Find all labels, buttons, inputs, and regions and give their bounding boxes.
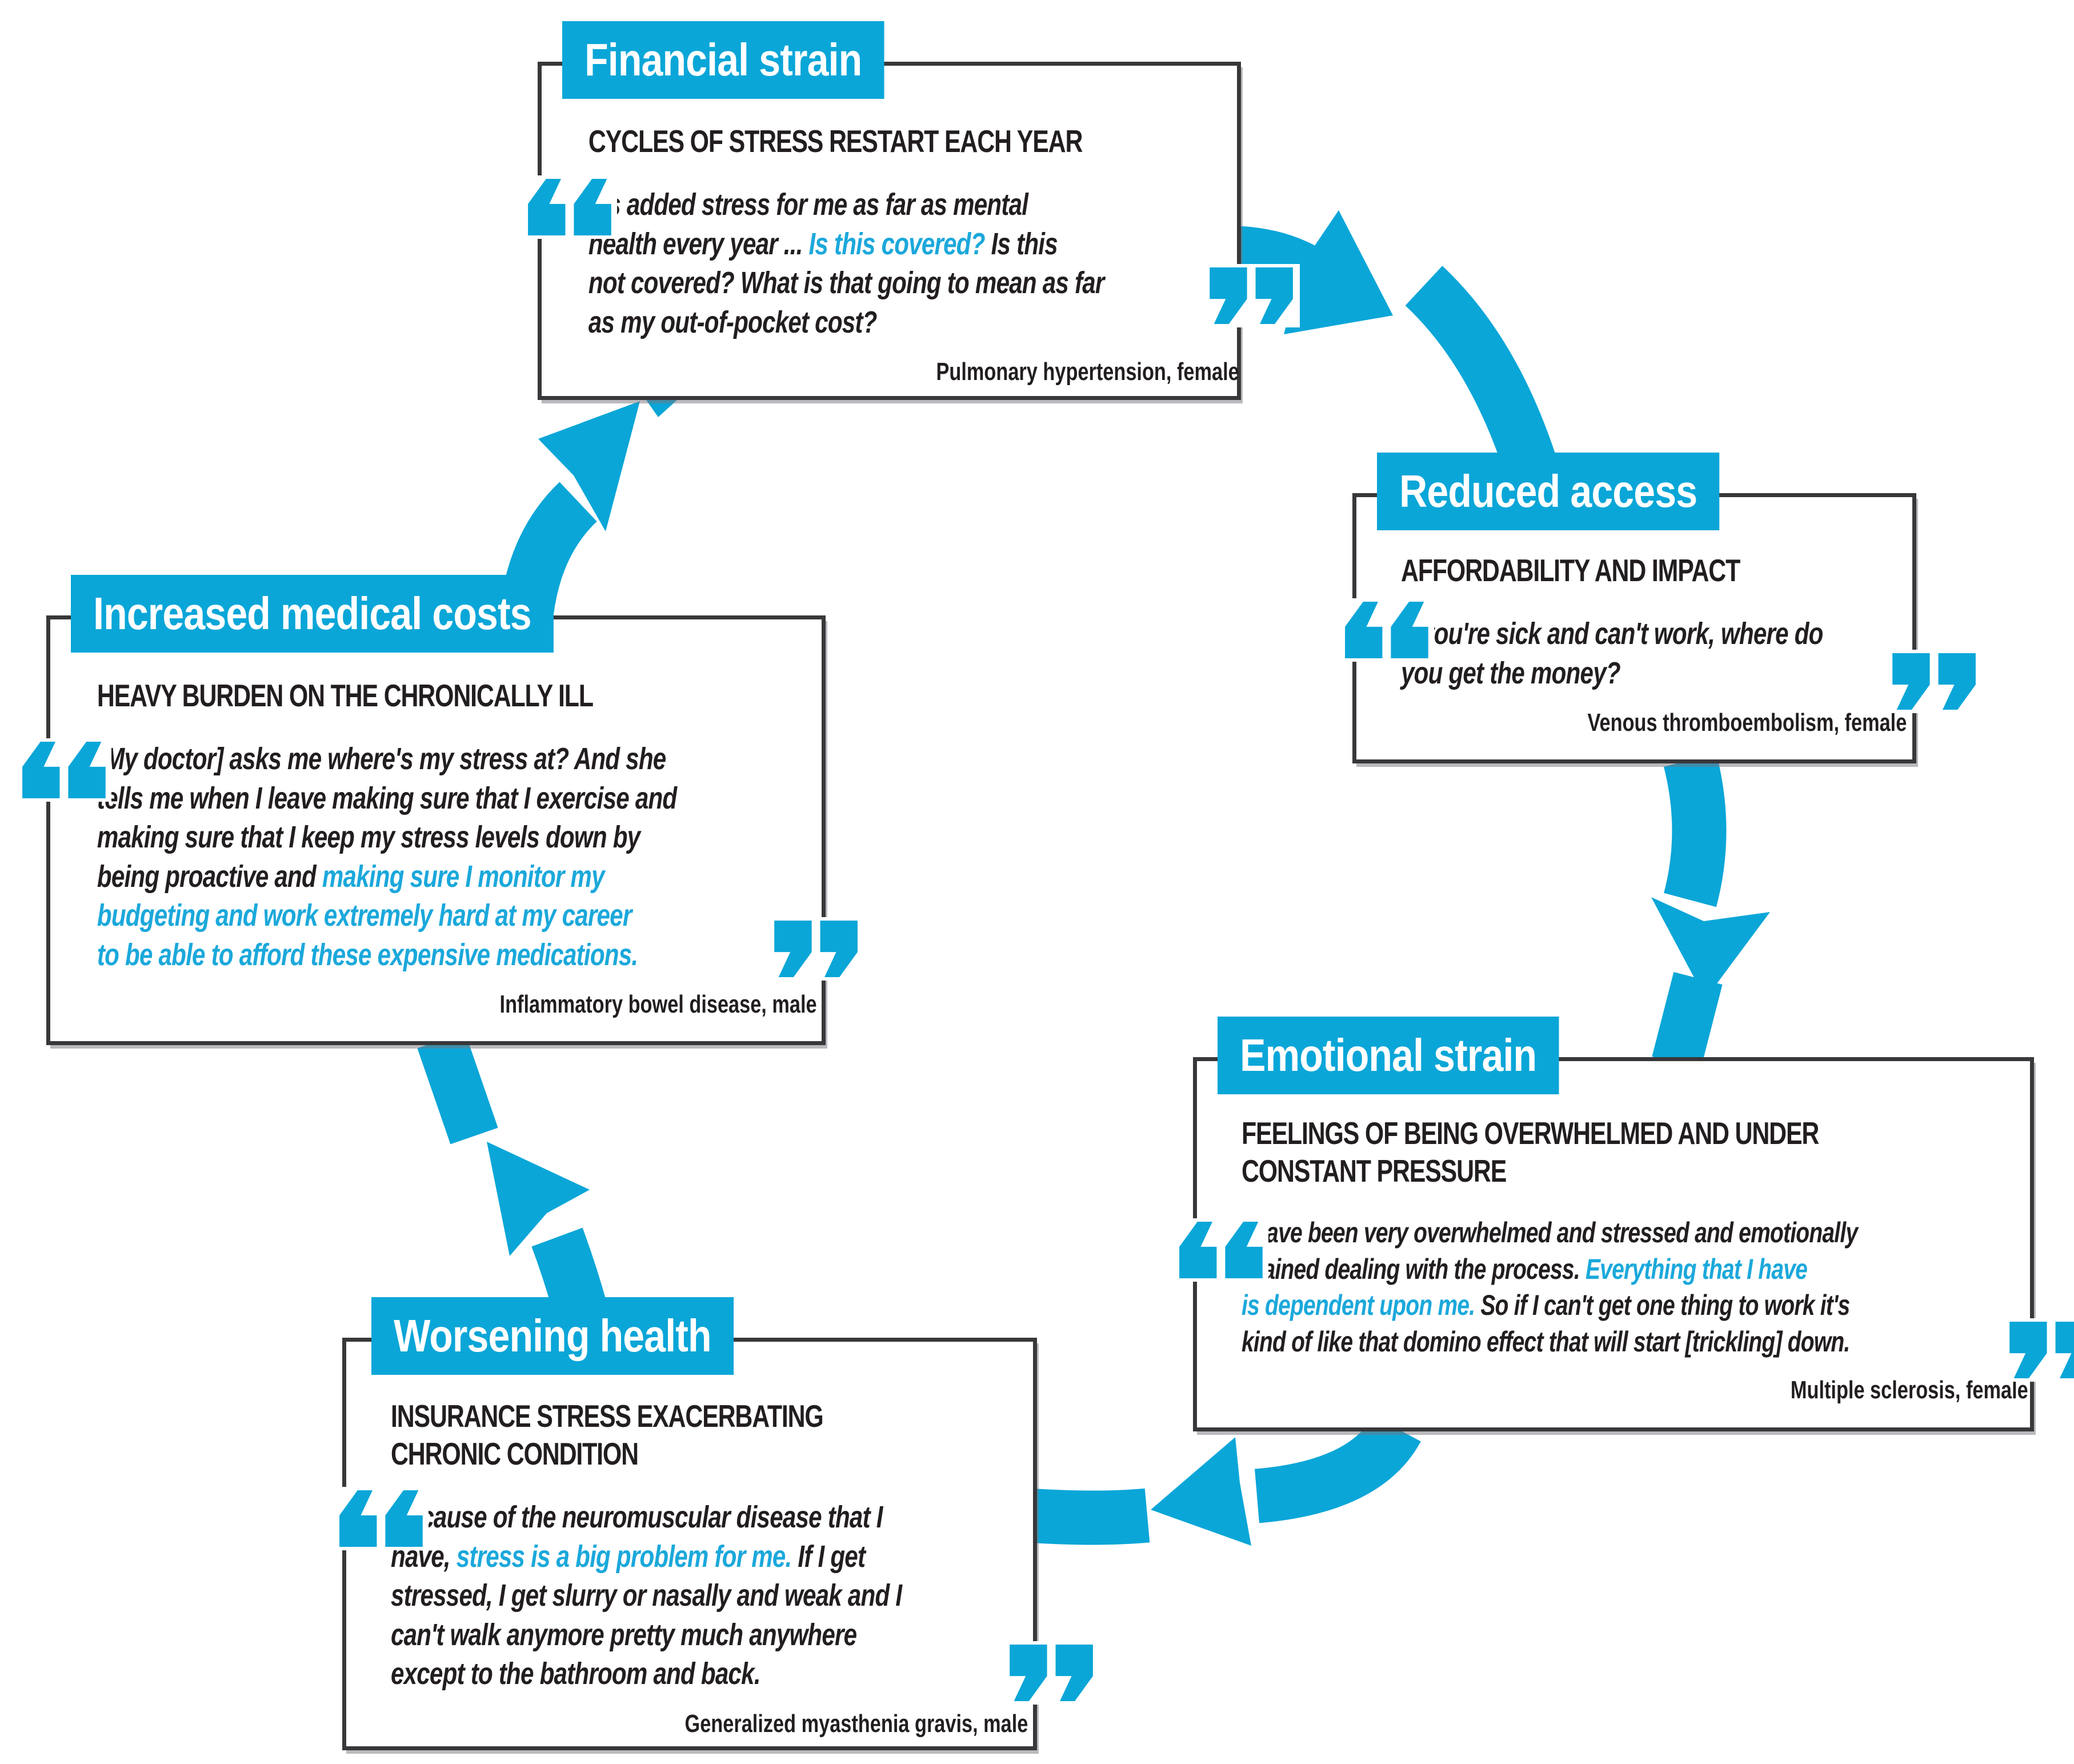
node-attribution: Generalized myasthenia gravis, male — [684, 1709, 1028, 1738]
arrow-financial-to-reduced-icon — [1236, 210, 1556, 473]
node-reduced-access: Reduced access AFFORDABILITY AND IMPACT … — [1338, 453, 1983, 763]
close-quote-icon — [768, 917, 864, 981]
node-worsening-health: Worsening health INSURANCE STRESS EXACER… — [333, 1297, 1100, 1750]
close-quote-icon — [1887, 650, 1983, 713]
node-label: Emotional strain — [1218, 1017, 1559, 1094]
close-quote-icon — [1204, 264, 1300, 327]
node-quote: I have been very overwhelmed and stresse… — [1242, 1217, 1858, 1358]
open-quote-icon — [15, 738, 111, 802]
node-attribution: Multiple sclerosis, female — [1790, 1376, 2028, 1404]
node-attribution: Venous thromboembolism, female — [1587, 709, 1907, 737]
node-attribution: Pulmonary hypertension, female — [936, 358, 1239, 386]
close-quote-icon — [2004, 1318, 2074, 1382]
arrow-worsening-to-increased-icon — [417, 1031, 607, 1317]
open-quote-icon — [1338, 598, 1434, 662]
node-quote: [My doctor] asks me where's my stress at… — [97, 742, 677, 972]
open-quote-icon — [521, 175, 617, 239]
node-heading: AFFORDABILITY AND IMPACT — [1401, 553, 1740, 588]
node-heading: CYCLES OF STRESS RESTART EACH YEAR — [588, 123, 1083, 159]
node-quote: Because of the neuromuscular disease tha… — [391, 1500, 902, 1691]
close-quote-icon — [1004, 1641, 1100, 1705]
arrow-emotional-to-worsening-icon — [1026, 1415, 1421, 1546]
node-financial-strain: Financial strain CYCLES OF STRESS RESTAR… — [521, 21, 1300, 400]
node-increased-medical-costs: Increased medical costs HEAVY BURDEN ON … — [15, 575, 864, 1045]
node-heading: HEAVY BURDEN ON THE CHRONICALLY ILL — [97, 678, 594, 713]
node-attribution: Inflammatory bowel disease, male — [499, 990, 817, 1019]
open-quote-icon — [333, 1487, 429, 1550]
node-emotional-strain: Emotional strain FEELINGS OF BEING OVERW… — [1172, 1017, 2074, 1431]
arrow-reduced-to-emotional-icon — [1651, 753, 1770, 1069]
node-label: Increased medical costs — [71, 575, 554, 653]
node-label: Financial strain — [562, 21, 884, 99]
open-quote-icon — [1172, 1218, 1268, 1282]
node-label: Worsening health — [371, 1297, 734, 1375]
node-quote: It's added stress for me as far as menta… — [588, 187, 1104, 339]
node-label: Reduced access — [1377, 453, 1720, 530]
